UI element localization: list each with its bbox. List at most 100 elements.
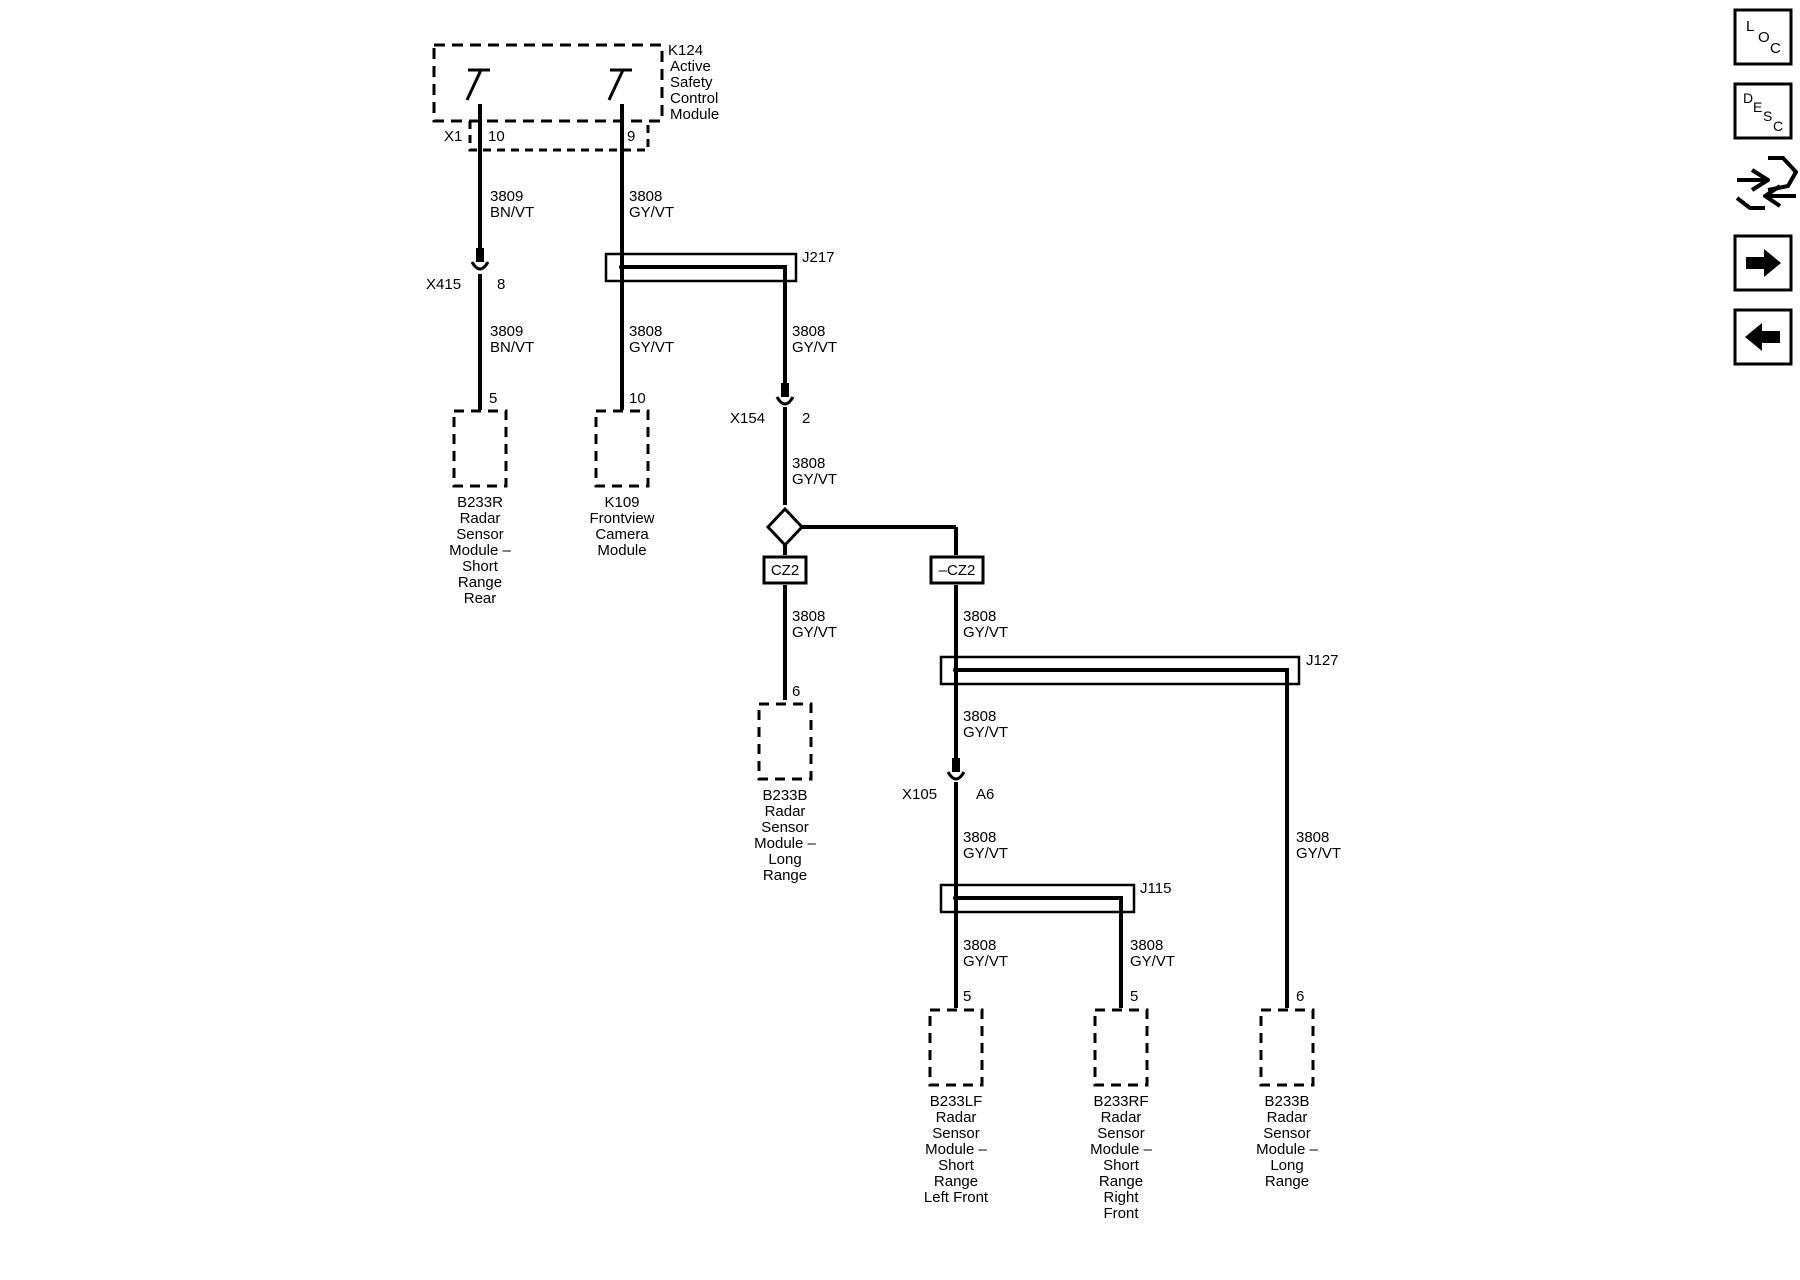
component-name-line: Radar: [460, 510, 501, 527]
next-button[interactable]: [1733, 234, 1793, 292]
component-b233rf: 5 B233RF Radar Sensor Module – Short Ran…: [1090, 988, 1152, 1222]
component-b233b-cz2: 6 B233B Radar Sensor Module – Long Range: [754, 683, 816, 884]
pin-label: 8: [497, 276, 505, 293]
connector-label: X105: [902, 786, 937, 803]
component-name-line: Range: [934, 1173, 978, 1190]
inline-connector-x415: X415 8: [426, 248, 505, 293]
circuit-color: BN/VT: [490, 339, 534, 356]
component-name-line: Sensor: [456, 526, 504, 543]
module-name-line: Module: [670, 106, 719, 123]
splice-j127: J127: [939, 652, 1339, 686]
pin-label: A6: [976, 786, 994, 803]
loc-letter: C: [1770, 40, 1781, 57]
component-name-line: B233B: [1264, 1093, 1309, 1110]
component-name-line: B233R: [457, 494, 503, 511]
k124-module: K124 Active Safety Control Module X1 10 …: [432, 42, 719, 152]
loc-button[interactable]: L O C: [1733, 8, 1793, 66]
component-name-line: Module –: [1090, 1141, 1152, 1158]
inline-connector-x105: X105 A6: [902, 758, 994, 803]
pin-label: 10: [629, 390, 646, 407]
connector-label: X415: [426, 276, 461, 293]
component-name-line: Sensor: [1263, 1125, 1311, 1142]
component-name-line: Short: [938, 1157, 975, 1174]
circuit-labels: 3809 BN/VT 3808 GY/VT 3809 BN/VT 3808 GY…: [490, 188, 1341, 970]
module-name-line: Active: [670, 58, 711, 75]
option-label: –CZ2: [939, 562, 976, 579]
splice-label: J115: [1140, 880, 1171, 897]
switch-icon: [465, 68, 490, 101]
module-name-line: Control: [670, 90, 718, 107]
component-name-line: K109: [604, 494, 639, 511]
desc-button[interactable]: D E S C: [1733, 82, 1793, 140]
circuit-color: GY/VT: [963, 845, 1008, 862]
component-name-line: Camera: [595, 526, 649, 543]
desc-letter: C: [1773, 118, 1783, 134]
component-name-line: Range: [1099, 1173, 1143, 1190]
component-name-line: Long: [768, 851, 801, 868]
circuit-number: 3808: [1296, 829, 1329, 846]
component-name-line: Module –: [449, 542, 511, 559]
connector-views-icon: [1735, 156, 1798, 210]
circuit-number: 3808: [1130, 937, 1163, 954]
pin-label: 5: [1130, 988, 1138, 1005]
component-name-line: B233B: [762, 787, 807, 804]
component-name-line: Right: [1103, 1189, 1139, 1206]
component-b233b-front: 6 B233B Radar Sensor Module – Long Range: [1256, 988, 1318, 1190]
component-name-line: Radar: [1101, 1109, 1142, 1126]
circuit-color: GY/VT: [1130, 953, 1175, 970]
component-name-line: Sensor: [1097, 1125, 1145, 1142]
loc-letter: L: [1746, 18, 1754, 35]
desc-letter: D: [1743, 90, 1753, 106]
component-name-line: B233LF: [930, 1093, 983, 1110]
circuit-number: 3808: [629, 188, 662, 205]
circuit-color: GY/VT: [963, 724, 1008, 741]
component-name-line: Short: [1103, 1157, 1140, 1174]
inline-connector-x154: X154 2: [730, 383, 810, 427]
component-name-line: Front: [1103, 1205, 1139, 1222]
component-name-line: Range: [1265, 1173, 1309, 1190]
branch-point: [765, 506, 805, 548]
previous-button[interactable]: [1733, 308, 1793, 366]
pin-label: 5: [963, 988, 971, 1005]
component-name-line: Long: [1270, 1157, 1303, 1174]
splice-label: J127: [1306, 652, 1339, 669]
circuit-color: GY/VT: [963, 953, 1008, 970]
circuit-color: GY/VT: [1296, 845, 1341, 862]
loc-letter: O: [1758, 29, 1770, 46]
pin-label: 6: [792, 683, 800, 700]
component-name-line: Short: [462, 558, 499, 575]
circuit-color: GY/VT: [629, 339, 674, 356]
circuit-color: BN/VT: [490, 204, 534, 221]
component-name-line: Module: [597, 542, 646, 559]
component-name-line: Sensor: [932, 1125, 980, 1142]
component-name-line: Sensor: [761, 819, 809, 836]
circuit-color: GY/VT: [792, 471, 837, 488]
splice-j217: J217: [604, 249, 835, 283]
component-k109: 10 K109 Frontview Camera Module: [589, 390, 654, 559]
circuit-color: GY/VT: [629, 204, 674, 221]
circuit-number: 3808: [963, 829, 996, 846]
splice-label: J217: [802, 249, 835, 266]
circuit-number: 3808: [792, 323, 825, 340]
pin-label: 10: [488, 128, 505, 145]
circuit-number: 3808: [963, 708, 996, 725]
option-cz2: CZ2: [762, 555, 808, 585]
component-name-line: Frontview: [589, 510, 654, 527]
connector-views-button[interactable]: [1735, 156, 1798, 210]
circuit-color: GY/VT: [963, 624, 1008, 641]
component-name-line: Range: [458, 574, 502, 591]
circuit-number: 3808: [792, 455, 825, 472]
connector-label: X154: [730, 410, 765, 427]
pin-label: 5: [489, 390, 497, 407]
circuit-number: 3808: [963, 608, 996, 625]
module-name-line: Safety: [670, 74, 713, 91]
component-name-line: Rear: [464, 590, 497, 607]
component-name-line: B233RF: [1093, 1093, 1148, 1110]
desc-letter: E: [1753, 99, 1762, 115]
component-name-line: Module –: [925, 1141, 987, 1158]
desc-letter: S: [1763, 108, 1772, 124]
circuit-number: 3809: [490, 323, 523, 340]
switch-icon: [607, 68, 632, 101]
component-name-line: Range: [763, 867, 807, 884]
